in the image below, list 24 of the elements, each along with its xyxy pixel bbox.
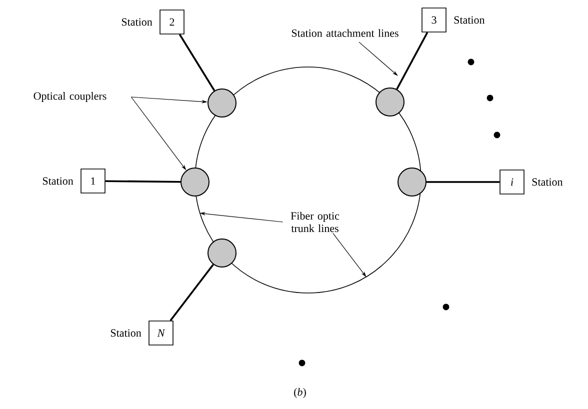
attachment-line <box>396 32 428 90</box>
coupler-circle <box>376 88 404 116</box>
callout-label: Fiber optic trunk lines <box>290 212 340 232</box>
station-label: Station <box>532 178 563 186</box>
coupler-circle <box>398 168 426 196</box>
station-label: Station <box>110 329 142 337</box>
attachment-line <box>170 264 214 322</box>
callout-label: Optical couplers <box>34 92 106 102</box>
coupler-circle <box>208 238 236 268</box>
station-label: Station <box>42 177 74 185</box>
station-box: 2 <box>160 10 184 34</box>
station-box: 3 <box>422 8 446 32</box>
attachment-line <box>105 180 181 183</box>
station-label: Station <box>122 18 152 26</box>
caption: (b) <box>294 388 306 398</box>
station-box: 1 <box>80 168 106 194</box>
attachment-line <box>178 34 216 92</box>
attachment-line <box>426 181 500 183</box>
station-box: i <box>500 170 524 194</box>
callout-label: Station attachment lines <box>292 29 398 37</box>
coupler-circle <box>180 168 210 196</box>
coupler-circle <box>208 88 236 118</box>
station-label: Station <box>454 16 485 24</box>
station-box: N <box>148 320 174 346</box>
